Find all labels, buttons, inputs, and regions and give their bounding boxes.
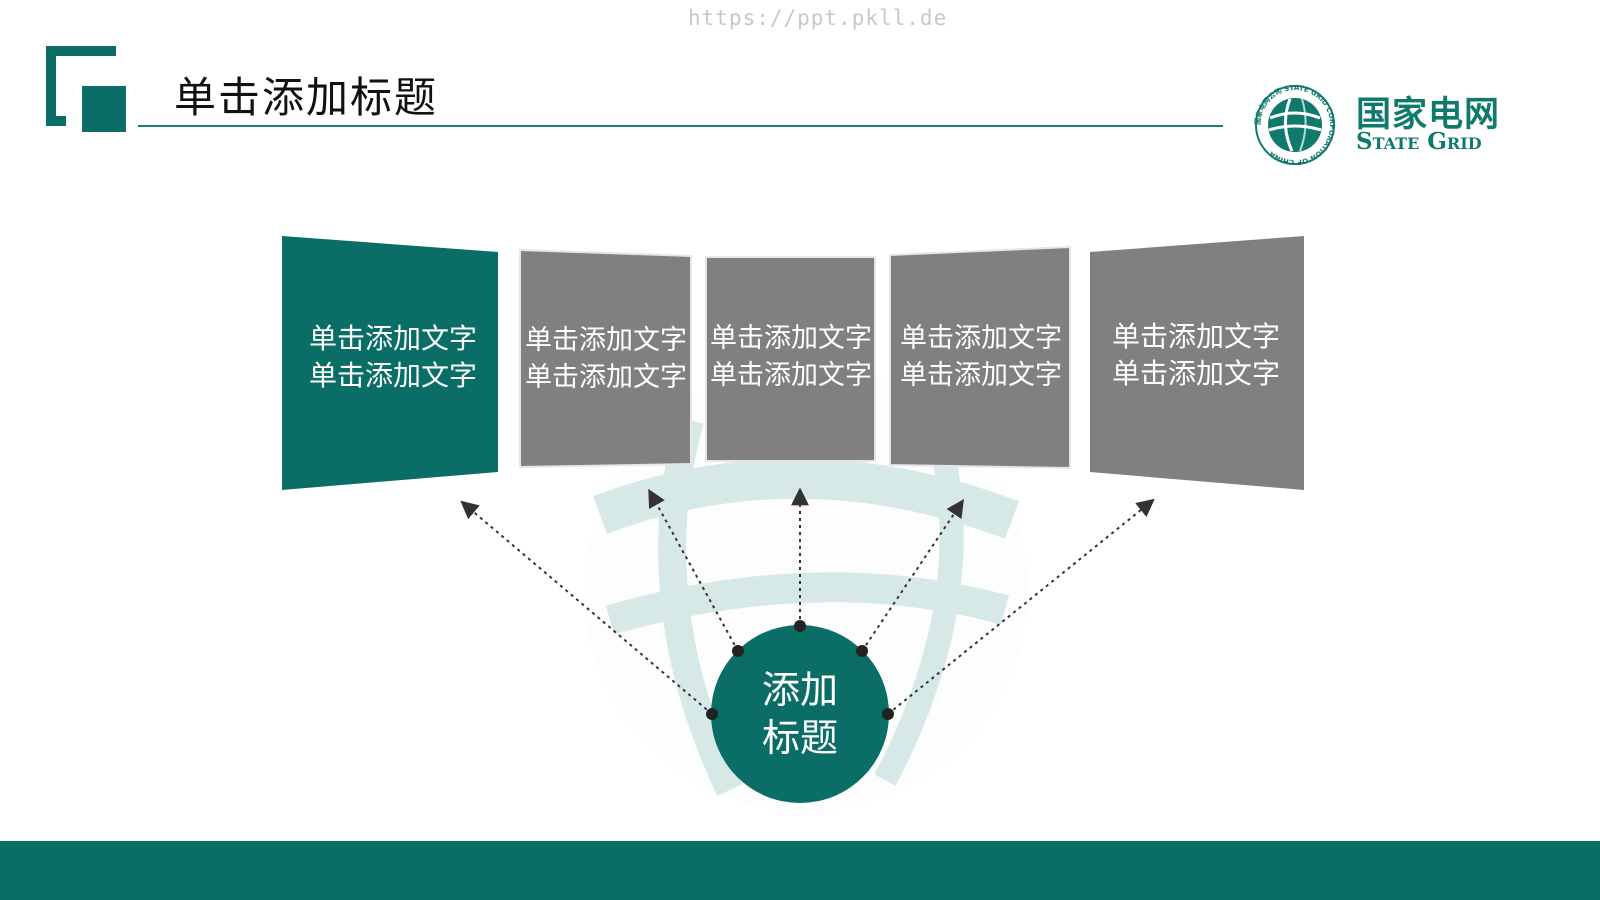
card-5-shape[interactable] — [1090, 236, 1304, 490]
card-2-text[interactable]: 单击添加文字 单击添加文字 — [522, 322, 690, 396]
card-3-shape[interactable] — [705, 256, 876, 462]
card-1-line-1: 单击添加文字 — [308, 322, 477, 355]
card-1-line-2: 单击添加文字 — [308, 359, 477, 392]
card-2-line-1: 单击添加文字 — [525, 325, 687, 356]
hub-dot-1 — [706, 708, 718, 720]
card-5-text[interactable]: 单击添加文字 单击添加文字 — [1098, 318, 1294, 392]
card-5-line-2: 单击添加文字 — [1111, 357, 1280, 390]
corner-brand-icon — [46, 46, 126, 132]
footer-bar — [0, 841, 1600, 900]
card-2-shape[interactable] — [519, 248, 692, 469]
logo-chinese-name: 国家电网 — [1356, 95, 1501, 135]
card-4-text[interactable]: 单击添加文字 单击添加文字 — [895, 320, 1067, 394]
card-3-text[interactable]: 单击添加文字 单击添加文字 — [707, 320, 875, 394]
card-3-line-2: 单击添加文字 — [710, 360, 872, 391]
hub-dot-2 — [732, 645, 744, 657]
arrow-to-card-4 — [861, 499, 965, 652]
arrow-to-card-5 — [887, 498, 1155, 715]
card-4-line-1: 单击添加文字 — [900, 323, 1062, 354]
card-1-shape[interactable] — [282, 236, 498, 490]
hub-title-line-1: 添加 — [761, 668, 838, 712]
page-title[interactable]: 单击添加标题 — [174, 73, 439, 122]
hub-title-line-2: 标题 — [761, 716, 838, 760]
arrow-to-card-2 — [648, 488, 739, 652]
card-5-line-1: 单击添加文字 — [1111, 320, 1280, 353]
hub-title[interactable]: 添加 标题 — [735, 666, 865, 762]
title-underline — [138, 125, 1223, 127]
card-4-shape[interactable] — [889, 245, 1071, 470]
watermark-url: https://ppt.pkll.de — [688, 6, 948, 30]
card-2-line-2: 单击添加文字 — [525, 362, 687, 393]
arrow-to-card-1 — [460, 500, 713, 715]
card-3-line-1: 单击添加文字 — [710, 323, 872, 354]
hub-dot-3 — [794, 620, 806, 632]
card-4-line-2: 单击添加文字 — [900, 360, 1062, 391]
hub-circle[interactable] — [711, 625, 889, 803]
state-grid-logo: 国家电网公司 STATE GRID CORPORATION OF CHINA — [1253, 84, 1336, 166]
hub-dot-5 — [882, 708, 894, 720]
logo-english-name: State Grid — [1356, 128, 1482, 155]
hub-dot-4 — [856, 645, 868, 657]
card-1-text[interactable]: 单击添加文字 单击添加文字 — [298, 320, 488, 394]
